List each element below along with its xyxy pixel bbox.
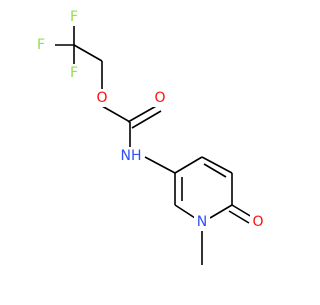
bond-c6-n [209,204,233,219]
atom-n-ring: N [197,214,207,230]
atom-nh: NH [121,148,142,164]
bond-c6-o-double-2 [228,210,250,224]
bond-o-c [101,105,131,123]
atom-f-mid: F [70,65,78,81]
atom-f-top: F [70,9,78,25]
bond-nh-ring [144,156,176,174]
structure-canvas: F F F O O NH N O [33,8,266,265]
bond-n-c2 [174,204,196,219]
atom-o-carbonyl: O [154,90,165,106]
atom-f-left: F [37,37,45,53]
atom-o-ester: O [96,90,107,106]
bond-c4-c5 [201,156,233,174]
bond-c4-c5-inner [203,163,227,178]
bond-c-o-double-2 [131,110,162,129]
bond-c6-o-double-1 [231,204,253,218]
bonds [55,24,253,265]
bond-c-o-double-1 [127,104,159,123]
atom-o-ring: O [252,214,263,230]
molecule-diagram: F F F O O NH N O [33,8,266,265]
bond-c3-c4 [174,156,203,174]
bond-cf3-ch2 [73,44,103,62]
atom-labels: F F F O O NH N O [33,8,266,231]
